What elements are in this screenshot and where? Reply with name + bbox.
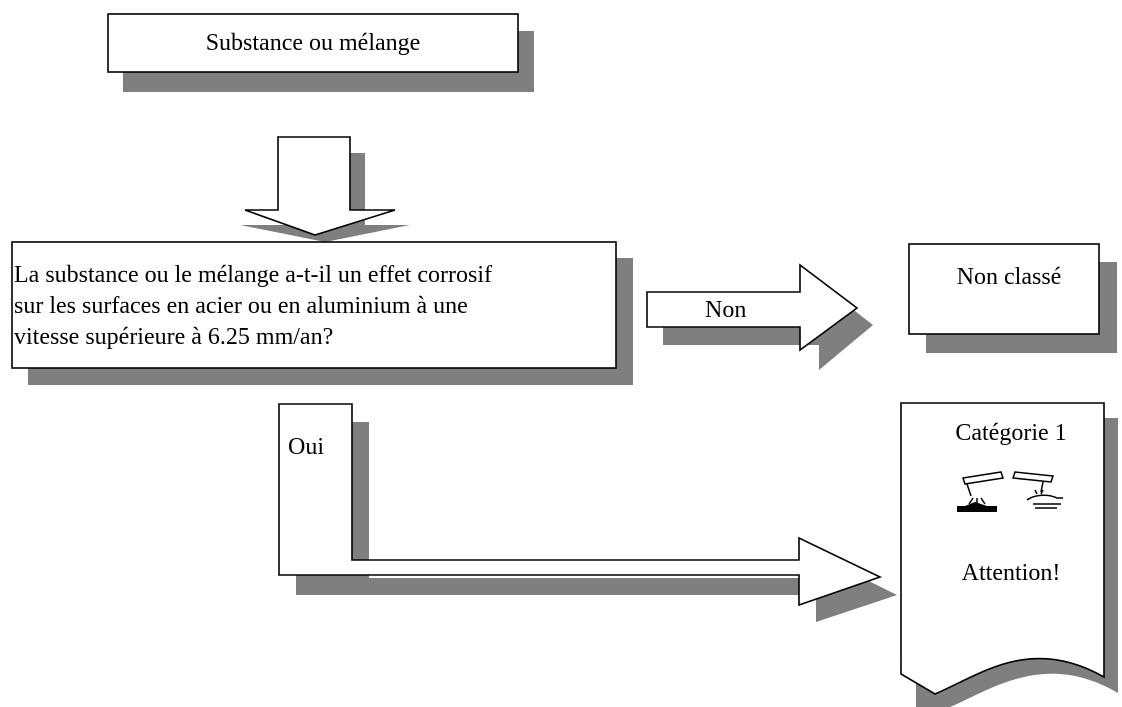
category-label: Catégorie 1 (955, 420, 1067, 446)
question-line-2: sur les surfaces en acier ou en aluminiu… (14, 293, 468, 319)
yes-elbow-arrow (278, 403, 883, 607)
question-line-3: vitesse supérieure à 6.25 mm/an? (14, 324, 334, 350)
question-box (11, 241, 617, 369)
question-node: La substance ou le mélange a-t-il un eff… (14, 260, 492, 353)
down-arrow (244, 136, 396, 236)
start-box (107, 13, 519, 73)
no-edge-label: Non (705, 297, 747, 323)
not-classified-label: Non classé (956, 264, 1062, 290)
not-classified-box (908, 243, 1100, 335)
question-line-1: La substance ou le mélange a-t-il un eff… (14, 262, 493, 288)
start-node-label: Substance ou mélange (205, 30, 421, 56)
signal-word-label: Attention! (961, 560, 1061, 586)
no-arrow (646, 263, 859, 352)
corrosion-pictogram-icon (957, 471, 1063, 512)
yes-edge-label: Oui (288, 434, 324, 460)
